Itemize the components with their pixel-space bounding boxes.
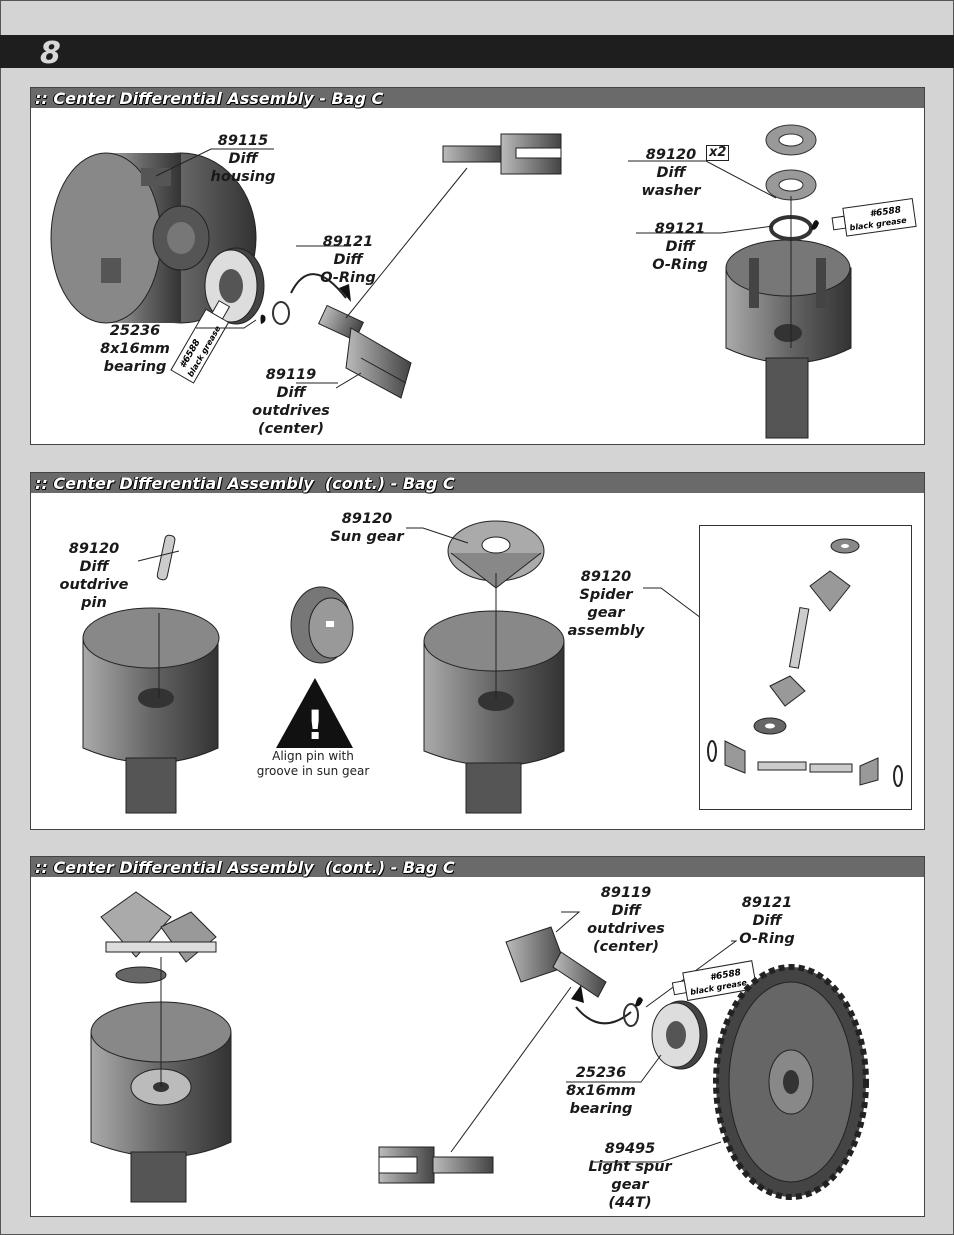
sun-gear-icon xyxy=(447,520,545,589)
grease-tube-icon: #6588 black grease xyxy=(671,960,758,1002)
section-header-2: :: Center Differential Assembly (cont.) … xyxy=(31,473,924,493)
step-3-illustration: #6588 black grease xyxy=(90,891,869,1203)
section-title-2: :: Center Differential Assembly (cont.) … xyxy=(35,474,455,493)
diff-housing-icon xyxy=(725,239,852,439)
warning-symbol: ! xyxy=(306,703,324,749)
sun-gear-icon xyxy=(290,586,354,664)
grease-tube-icon: #6588 black grease xyxy=(831,198,917,237)
section-header-3: :: Center Differential Assembly (cont.) … xyxy=(31,857,924,877)
diff-housing-icon xyxy=(82,607,220,814)
spider-gear-icon xyxy=(707,538,903,787)
section-title-3: :: Center Differential Assembly (cont.) … xyxy=(35,858,455,877)
washer-icon xyxy=(765,124,817,201)
outdrive-icon xyxy=(442,133,562,175)
bearing-icon xyxy=(651,1000,708,1070)
spider-gear-icon xyxy=(100,891,217,984)
o-ring-icon xyxy=(623,1003,639,1027)
step-1-illustration: #6588 black grease xyxy=(50,124,917,439)
outdrive-icon xyxy=(505,926,607,998)
section-header-1: :: Center Differential Assembly - Bag C xyxy=(31,88,924,108)
o-ring-icon xyxy=(272,301,290,325)
section-panel-1: :: Center Differential Assembly - Bag C xyxy=(30,87,925,445)
spider-gear-inset xyxy=(699,525,912,810)
page-header-bar xyxy=(0,35,954,68)
section-panel-2: :: Center Differential Assembly (cont.) … xyxy=(30,472,925,830)
outdrive-icon xyxy=(378,1146,494,1184)
washer-quantity: x2 xyxy=(706,145,730,161)
grease-right-code: #6588 xyxy=(869,205,901,219)
section-panel-3: :: Center Differential Assembly (cont.) … xyxy=(30,856,925,1217)
pin-icon xyxy=(156,534,176,581)
warning-icon: ! xyxy=(276,678,353,749)
outdrive-icon xyxy=(317,304,412,399)
section-title-1: :: Center Differential Assembly - Bag C xyxy=(35,89,384,108)
step-2-illustration: ! xyxy=(82,520,702,814)
page-number: 8 xyxy=(40,36,62,71)
spur-gear-icon xyxy=(713,964,869,1200)
diff-housing-icon xyxy=(423,610,565,814)
